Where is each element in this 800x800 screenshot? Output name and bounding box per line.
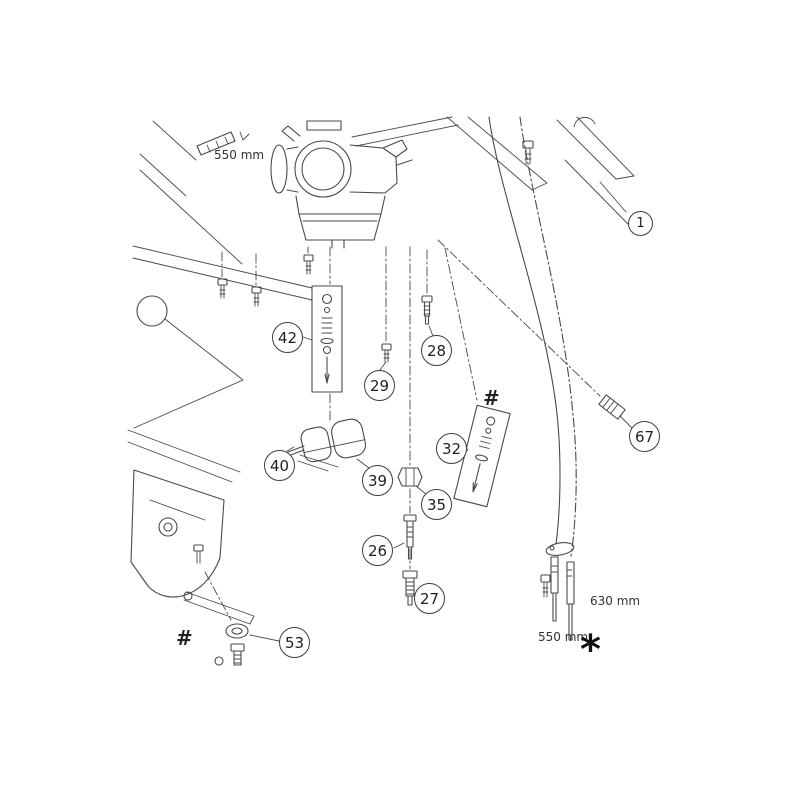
callout-53-label: 53 <box>284 633 305 652</box>
callout-32: 32 <box>436 433 467 464</box>
callout-35-label: 35 <box>426 495 447 514</box>
callout-1-label: 1 <box>636 216 645 231</box>
callout-42-label: 42 <box>277 328 298 347</box>
callout-leader-lines <box>249 159 633 642</box>
callout-39: 39 <box>362 465 393 496</box>
hash-symbol-upper: # <box>483 386 500 410</box>
callout-42: 42 <box>272 322 303 353</box>
callout-40-label: 40 <box>269 456 290 475</box>
measurement-550mm-bottom: 550 mm <box>538 630 589 644</box>
measurement-550mm-top: 550 mm <box>214 148 265 162</box>
callout-26: 26 <box>362 535 393 566</box>
callout-32-label: 32 <box>441 439 462 458</box>
callout-27: 27 <box>414 583 445 614</box>
callout-1: 1 <box>628 211 653 236</box>
callout-53: 53 <box>279 627 310 658</box>
float-assembly-drawing <box>287 418 367 472</box>
callout-28: 28 <box>421 335 452 366</box>
left-partial-callout-drawing <box>133 295 244 429</box>
throttle-cables-drawing <box>488 116 577 641</box>
asterisk-symbol: * <box>580 627 601 673</box>
callout-27-label: 27 <box>419 589 440 608</box>
screws-drawing <box>217 254 392 363</box>
top-right-bracket-drawing <box>446 116 635 213</box>
callout-29-label: 29 <box>369 376 390 395</box>
second-carburetor-partial-drawing <box>127 429 255 625</box>
callout-28-label: 28 <box>426 341 447 360</box>
callout-67: 67 <box>629 421 660 452</box>
callout-26-label: 26 <box>367 541 388 560</box>
callout-67-label: 67 <box>634 427 655 446</box>
callout-35: 35 <box>421 489 452 520</box>
washer-jet-53-drawing <box>214 623 249 666</box>
hash-symbol-lower: # <box>176 626 193 650</box>
needle-kit-box-42 <box>311 285 343 393</box>
cable-adjuster-drawing <box>598 394 626 420</box>
assembly-axis-lines <box>221 239 601 570</box>
jet-stack-drawing <box>397 467 423 606</box>
jet-28-drawing <box>421 295 433 325</box>
callout-29: 29 <box>364 370 395 401</box>
callout-40: 40 <box>264 450 295 481</box>
measurement-630mm: 630 mm <box>590 594 641 608</box>
callout-39-label: 39 <box>367 471 388 490</box>
carburetor-body-drawing <box>270 116 459 249</box>
